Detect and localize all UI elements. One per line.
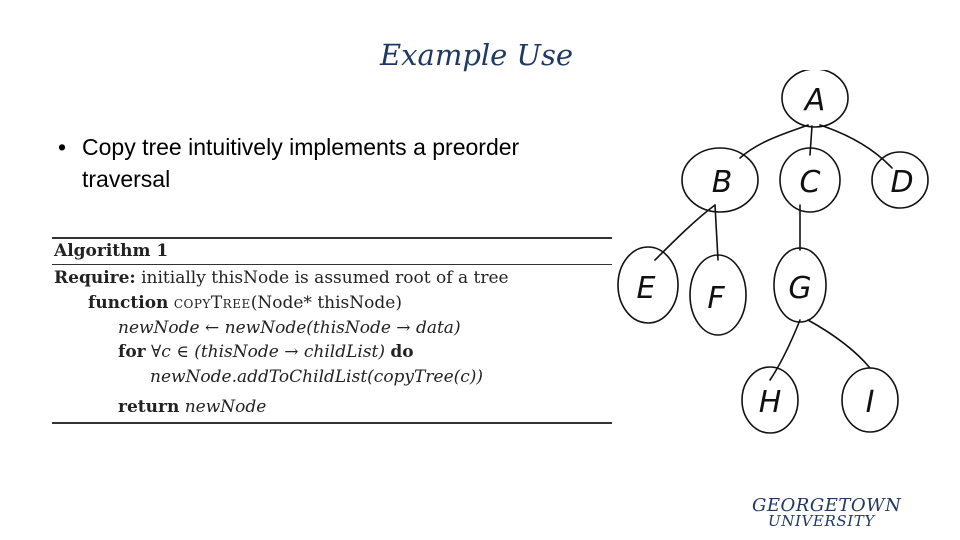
algorithm-header: Algorithm 1 — [54, 241, 169, 261]
tree-node-e — [617, 246, 679, 324]
for-keyword: for — [118, 342, 146, 362]
tree-node-h-label: H — [759, 385, 782, 420]
tree-node-e-label: E — [637, 271, 656, 306]
edge-g-i — [807, 319, 871, 369]
bullet-marker: • — [58, 134, 67, 160]
tree-node-i-label: I — [866, 385, 875, 420]
edge-b-e — [654, 204, 716, 261]
edge-a-b — [739, 124, 809, 159]
function-line: function copyTree(Node* thisNode) — [88, 292, 402, 314]
georgetown-logo: GEORGETOWN UNIVERSITY — [752, 495, 942, 531]
slide-title: Example Use — [380, 38, 574, 72]
tree-node-g — [773, 247, 827, 323]
function-name: copyTree — [173, 293, 251, 313]
do-keyword: do — [390, 342, 414, 362]
algorithm-header-rule — [52, 264, 612, 265]
edge-g-h — [769, 319, 801, 381]
tree-node-f — [689, 254, 747, 336]
tree-node-b-label: B — [712, 165, 733, 200]
return-value: newNode — [184, 397, 267, 417]
tree-node-d — [871, 151, 929, 209]
edge-a-c — [809, 125, 813, 156]
tree-node-h — [741, 366, 799, 434]
function-params: (Node* thisNode) — [250, 293, 402, 313]
tree-node-c-label: C — [800, 165, 821, 200]
edge-b-f — [714, 204, 719, 261]
assign-line: newNode ← newNode(thisNode → data) — [118, 318, 461, 338]
algorithm-top-rule — [52, 237, 612, 239]
tree-node-i — [841, 367, 899, 433]
return-keyword: return — [118, 397, 180, 417]
tree-node-c — [779, 147, 841, 213]
for-condition: ∀c ∈ (thisNode → childList) — [151, 342, 386, 362]
tree-node-f-label: F — [707, 281, 725, 316]
hand-drawn-tree: A B C D E F G H I — [617, 70, 929, 434]
algorithm-bottom-rule — [52, 422, 612, 424]
tree-node-d-label: D — [890, 165, 913, 200]
return-line: return newNode — [118, 396, 266, 418]
algorithm-box: Algorithm 1 Require: initially thisNode … — [52, 237, 612, 425]
bullet-text: Copy tree intuitively implements a preor… — [82, 134, 520, 192]
logo-line-1: GEORGETOWN — [752, 495, 902, 516]
tree-node-b — [681, 147, 759, 213]
require-keyword: Require: — [54, 268, 136, 288]
require-line: Require: initially thisNode is assumed r… — [54, 267, 509, 289]
tree-node-g-label: G — [788, 271, 811, 306]
for-line: for ∀c ∈ (thisNode → childList) do — [118, 341, 414, 363]
function-keyword: function — [88, 293, 169, 313]
loop-body-line: newNode.addToChildList(copyTree(c)) — [150, 367, 484, 387]
tree-node-a — [781, 70, 849, 128]
tree-node-a-label: A — [803, 83, 826, 118]
require-text: initially thisNode is assumed root of a … — [141, 268, 509, 288]
edge-a-d — [819, 124, 893, 169]
logo-line-2: UNIVERSITY — [768, 512, 875, 530]
